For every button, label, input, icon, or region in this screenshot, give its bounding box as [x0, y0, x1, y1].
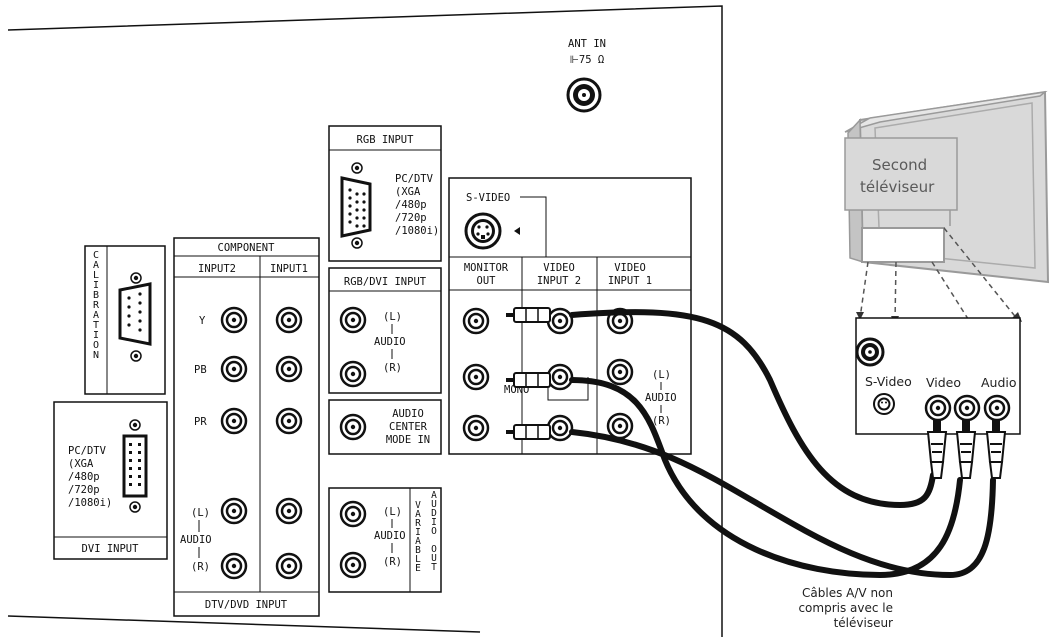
component-input1-header: INPUT1 [270, 263, 308, 275]
second-tv-label-line-1: téléviseur [860, 178, 935, 196]
dvi-pc-line-1: (XGA [68, 458, 94, 470]
variable-audio-label: AUDIO [374, 530, 406, 542]
tv-video-label: Video [926, 375, 961, 390]
pb-label: PB [194, 364, 207, 376]
component-input1-pr-jack-icon[interactable] [275, 407, 303, 435]
audio-center-jack-icon[interactable] [339, 413, 367, 441]
ant-in-connector-icon[interactable] [566, 77, 602, 113]
component-input1-pb-jack-icon[interactable] [275, 355, 303, 383]
video-input2-video-jack-icon[interactable] [546, 307, 574, 335]
rgb-pc-line-3: /720p [395, 212, 427, 224]
rgb-dvi-audio-l-jack-icon[interactable] [339, 306, 367, 334]
monitor-out-audio-l-jack-icon[interactable] [462, 363, 490, 391]
rgb-dvi-r-label: (R) [383, 362, 402, 374]
video-input2-audio-r-jack-icon[interactable] [546, 414, 574, 442]
component-l-label: (L) [191, 507, 210, 519]
audio-center-line-1: CENTER [389, 421, 428, 433]
s-video-label: S-VIDEO [466, 192, 510, 204]
dvi-pc-line-4: /1080i) [68, 497, 112, 509]
video-input2-line-1: INPUT 2 [537, 275, 581, 287]
vga-connector-icon[interactable] [340, 162, 372, 249]
pr-label: PR [194, 416, 207, 428]
component-input2-pb-jack-icon[interactable] [220, 355, 248, 383]
variable-r-label: (R) [383, 556, 402, 568]
component-audio-label: AUDIO [180, 534, 212, 546]
rgb-dvi-audio-r-jack-icon[interactable] [339, 360, 367, 388]
dvi-input-label: DVI INPUT [82, 543, 140, 555]
vi1-l-label: (L) [652, 369, 671, 381]
s-video-arrow-icon [514, 227, 520, 235]
rgb-dvi-audio-label: AUDIO [374, 336, 406, 348]
tv-audio-r-jack-icon[interactable] [983, 394, 1011, 422]
y-label: Y [199, 315, 206, 327]
tv-audio-l-jack-icon[interactable] [953, 394, 981, 422]
tv-s-video-jack-icon[interactable] [873, 393, 895, 415]
component-input2-header: INPUT2 [198, 263, 236, 275]
rgb-dvi-input-title: RGB/DVI INPUT [344, 276, 427, 288]
tv-cable-plugs [926, 419, 1007, 479]
second-tv-label-line-0: Second [872, 156, 927, 174]
vi1-audio-label: AUDIO [645, 392, 677, 404]
audio-center-line-2: MODE IN [386, 434, 430, 446]
component-input2-pr-jack-icon[interactable] [220, 407, 248, 435]
video-input2-line-0: VIDEO [543, 262, 575, 274]
calibration-label: CALIBRATION [91, 250, 102, 360]
audio-center-line-0: AUDIO [392, 408, 424, 420]
audio-out-label: AUDIO OUT [429, 490, 440, 571]
second-tv-icon [844, 90, 1050, 284]
variable-label: VARIABLE [413, 500, 424, 572]
component-r-label: (R) [191, 561, 210, 573]
s-video-jack-icon[interactable] [464, 212, 502, 250]
dvi-pc-line-3: /720p [68, 484, 100, 496]
variable-audio-r-jack-icon[interactable] [339, 551, 367, 579]
rgb-pc-line-1: (XGA [395, 186, 421, 198]
zoom-callout-lines [859, 227, 1019, 323]
component-input2-audio-r-jack-icon[interactable] [220, 552, 248, 580]
video-input1-line-1: INPUT 1 [608, 275, 652, 287]
variable-audio-l-jack-icon[interactable] [339, 500, 367, 528]
video-input1-line-0: VIDEO [614, 262, 646, 274]
av-cables [569, 309, 996, 579]
ant-in-label: ANT IN [568, 38, 606, 50]
component-title: COMPONENT [218, 242, 276, 254]
tv-s-video-label: S-Video [865, 374, 912, 389]
monitor-out-line-1: OUT [477, 275, 497, 287]
vi1-r-label: (R) [652, 415, 671, 427]
calibration-serial-connector-icon[interactable] [118, 272, 152, 362]
tv-video-jack-icon[interactable] [924, 394, 952, 422]
video-input1-audio-r-jack-icon[interactable] [606, 412, 634, 440]
rgb-input-title: RGB INPUT [357, 134, 415, 146]
cables-note-line-1: compris avec le [798, 601, 893, 615]
monitor-out-video-jack-icon[interactable] [462, 307, 490, 335]
dvi-input-panel [53, 401, 168, 560]
tv-back-outline [7, 5, 723, 637]
component-input2-y-jack-icon[interactable] [220, 306, 248, 334]
dvi-pc-line-2: /480p [68, 471, 100, 483]
variable-l-label: (L) [383, 506, 402, 518]
dtv-dvd-input-label: DTV/DVD INPUT [205, 599, 288, 611]
monitor-out-line-0: MONITOR [464, 262, 509, 274]
tv-antenna-jack-icon[interactable] [855, 337, 885, 367]
component-input1-audio-l-jack-icon[interactable] [275, 497, 303, 525]
rgb-pc-line-4: /1080i) [395, 225, 439, 237]
tv-audio-label: Audio [981, 375, 1017, 390]
cables-note-line-2: téléviseur [834, 616, 893, 630]
video-input2-audio-l-jack-icon[interactable] [546, 363, 574, 391]
rgb-dvi-l-label: (L) [383, 311, 402, 323]
video-input1-audio-l-jack-icon[interactable] [606, 358, 634, 386]
dvi-connector-icon[interactable] [122, 419, 148, 513]
rgb-pc-line-2: /480p [395, 199, 427, 211]
component-input2-audio-l-jack-icon[interactable] [220, 497, 248, 525]
rgb-pc-line-0: PC/DTV [395, 173, 434, 185]
monitor-out-audio-r-jack-icon[interactable] [462, 414, 490, 442]
component-input1-audio-r-jack-icon[interactable] [275, 552, 303, 580]
dvi-pc-line-0: PC/DTV [68, 445, 107, 457]
cables-note-line-0: Câbles A/V non [802, 586, 893, 600]
tv-back-bottom-edge [7, 615, 481, 633]
ant-ohm-label: ⊩75 Ω [570, 54, 604, 66]
component-input1-y-jack-icon[interactable] [275, 306, 303, 334]
